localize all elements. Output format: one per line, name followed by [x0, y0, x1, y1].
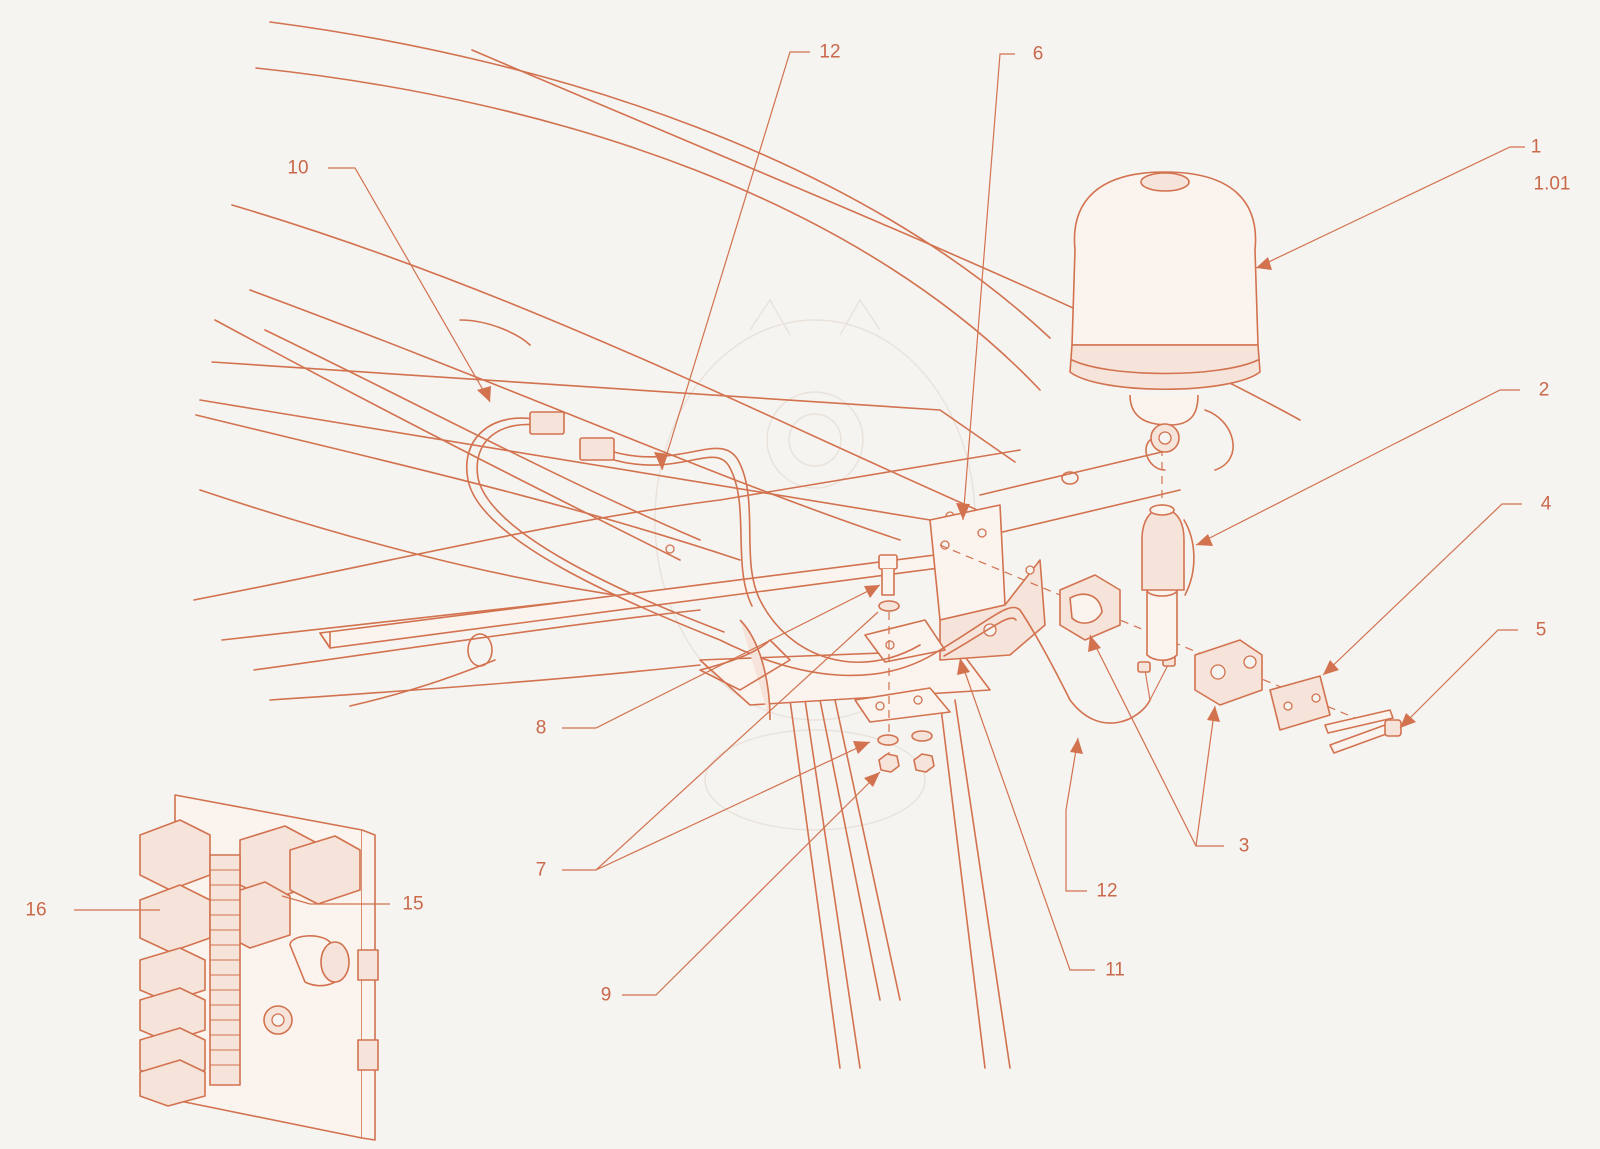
fasteners [877, 554, 935, 773]
callout-label-c2: 2 [1538, 379, 1550, 401]
mounting-bracket [929, 504, 1046, 661]
mounting-post [1141, 504, 1195, 662]
callout-label-c16: 16 [25, 899, 47, 921]
callout-leaders [74, 51, 1525, 996]
callout-label-c9: 9 [600, 984, 612, 1006]
clamp-parts [1059, 574, 1402, 754]
callout-label-c6: 6 [1032, 43, 1044, 65]
pillar [699, 649, 1011, 1069]
control-board [139, 794, 379, 1141]
callout-label-c5: 5 [1535, 619, 1547, 641]
cables [465, 411, 1176, 724]
callout-label-c12a: 12 [819, 41, 841, 63]
callout-label-c11: 11 [1105, 959, 1125, 981]
callout-label-c3: 3 [1238, 835, 1250, 857]
callout-label-c1: 1 [1530, 136, 1542, 158]
lower-plates [854, 619, 951, 723]
callout-label-c8: 8 [535, 717, 547, 739]
callout-label-c15: 15 [402, 893, 424, 915]
beacon-light [1069, 171, 1261, 471]
callout-label-c101: 1.01 [1533, 173, 1571, 195]
callout-label-c12b: 12 [1096, 880, 1118, 902]
callout-label-c4: 4 [1540, 493, 1552, 515]
callout-label-c10: 10 [287, 157, 309, 179]
callout-label-c7: 7 [535, 859, 547, 881]
